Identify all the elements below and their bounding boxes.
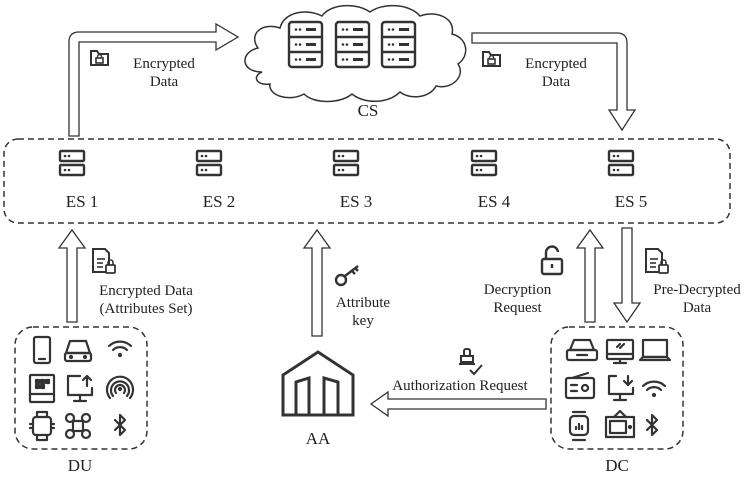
arrow-es5-to-dc (612, 227, 642, 324)
signal-icon (105, 375, 135, 400)
flow-label-line: Request (493, 300, 542, 316)
laptop-icon (638, 338, 672, 362)
arrow-cs-to-es5 (471, 32, 637, 132)
es3-label: ES 3 (339, 192, 373, 211)
bluetooth-icon (645, 413, 659, 437)
server-rack-icon (334, 20, 371, 69)
stamp-approval-icon (459, 348, 483, 376)
car-icon (565, 338, 599, 362)
dc-device-group (550, 326, 684, 450)
flow-label-line: Encrypted (525, 56, 587, 72)
flow-label-line: Encrypted Data (99, 283, 193, 299)
car-icon (63, 339, 93, 363)
flow-label-aa-to-es3: Attribute key (328, 294, 398, 330)
flow-label-line: Data (682, 300, 712, 316)
flow-label-line: Pre-Decrypted (653, 282, 741, 298)
edge-server-icon (470, 149, 498, 177)
tablet-icon (28, 373, 56, 404)
flow-label-es1-to-cs: Encrypted Data (124, 55, 204, 91)
flow-label-dc-to-aa: Authorization Request (392, 378, 528, 394)
wifi-icon (107, 340, 133, 358)
aa-label: AA (305, 429, 331, 448)
du-label: DU (67, 456, 93, 475)
es4-label: ES 4 (477, 192, 511, 211)
bluetooth-icon (113, 413, 127, 437)
locked-folder-icon (90, 50, 109, 66)
flow-label-line: Data (541, 74, 571, 90)
monitor-download-icon (607, 374, 635, 402)
es5-label: ES 5 (614, 192, 648, 211)
arrow-es1-to-cs (68, 22, 240, 137)
monitor-upload-icon (66, 374, 94, 403)
flow-label-line: Data (149, 74, 179, 90)
desktop-icon (605, 338, 635, 365)
flow-label-line: Attribute (335, 295, 391, 311)
key-icon (334, 265, 359, 287)
arrow-dc-to-es5 (575, 228, 605, 323)
locked-folder-icon (482, 51, 501, 67)
flow-label-dc-to-es5: Decryption Request (470, 281, 565, 317)
unlock-icon (540, 245, 564, 276)
du-device-group (14, 326, 148, 450)
flow-label-line: Decryption (483, 282, 552, 298)
smartwatch-icon (568, 410, 590, 442)
server-rack-icon (380, 20, 417, 69)
wifi-icon (641, 380, 667, 398)
tv-icon (604, 409, 636, 439)
es1-label: ES 1 (65, 192, 99, 211)
edge-server-icon (332, 149, 360, 177)
locked-document-icon (92, 248, 116, 274)
edge-server-icon (607, 149, 635, 177)
dc-label: DC (605, 456, 629, 475)
edge-server-icon (58, 149, 86, 177)
drone-icon (64, 412, 92, 440)
cloud-server-node (244, 4, 467, 103)
smartphone-icon (32, 335, 52, 365)
flow-label-cs-to-es5: Encrypted Data (516, 55, 596, 91)
flow-label-line: key (352, 313, 374, 329)
es2-label: ES 2 (202, 192, 236, 211)
authority-building-icon (281, 350, 355, 417)
flow-label-es5-to-dc: Pre-Decrypted Data (644, 281, 750, 317)
flow-label-line: (Attributes Set) (99, 301, 193, 317)
arrow-du-to-es1 (57, 228, 87, 323)
radio-icon (564, 371, 596, 400)
smartwatch-icon (28, 410, 56, 442)
edge-server-group (3, 138, 731, 224)
arrow-aa-to-es3 (302, 228, 332, 337)
server-rack-icon (287, 20, 324, 69)
edge-server-icon (195, 149, 223, 177)
flow-label-du-to-es1: Encrypted Data (Attributes Set) (86, 282, 206, 318)
locked-document-icon (645, 248, 669, 274)
flow-label-line: Encrypted (133, 56, 195, 72)
cs-label: CS (357, 101, 379, 120)
